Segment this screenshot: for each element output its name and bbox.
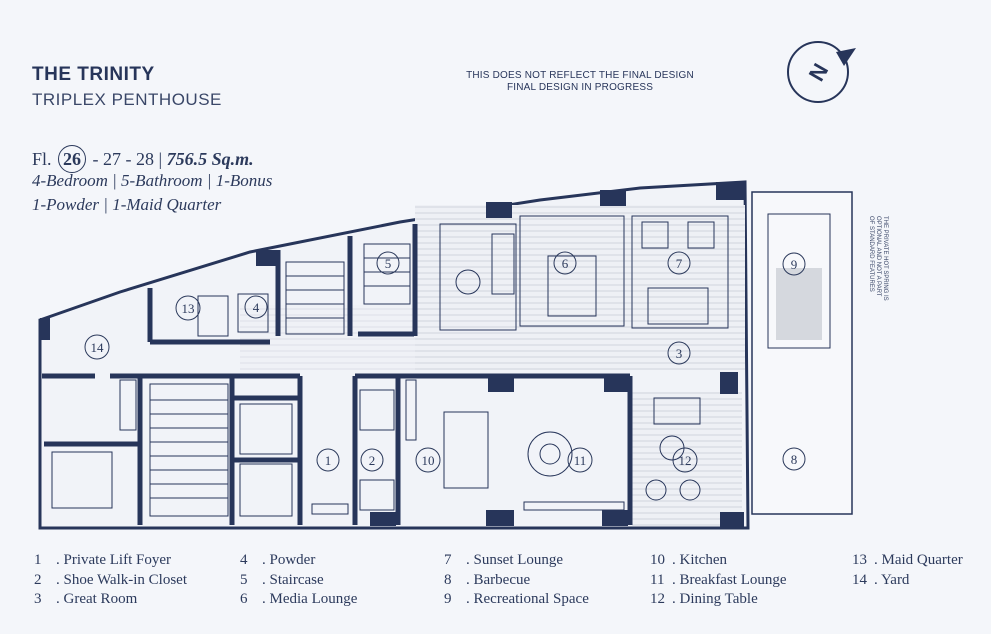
legend-item-10: 10. Kitchen (650, 552, 727, 568)
room-badge-1[interactable]: 1 (316, 448, 340, 472)
current-floor-badge: 26 (58, 145, 87, 173)
room-badge-11-label: 11 (574, 453, 587, 468)
terrace-outline (751, 191, 853, 515)
room-badge-4[interactable]: 4 (244, 295, 268, 319)
room-badge-8-label: 8 (791, 452, 798, 467)
room-badge-7-label: 7 (676, 256, 683, 271)
corridor-floor (240, 305, 415, 370)
spec-line-bedrooms: 4-Bedroom | 5-Bathroom | 1-Bonus (32, 171, 273, 190)
legend-item-11: 11. Breakfast Lounge (650, 571, 787, 588)
legend-item-14: 14. Yard (852, 571, 910, 588)
room-badge-2[interactable]: 2 (360, 448, 384, 472)
north-compass-icon: N (787, 41, 856, 103)
legend-column-5: 13. Maid Quarter 14. Yard (852, 551, 963, 590)
room-badge-12-label: 12 (679, 453, 692, 468)
unit-area: 756.5 Sq.m. (166, 149, 254, 169)
structural-columns (40, 182, 744, 528)
legend-item-3: 3. Great Room (34, 591, 138, 607)
stair-lift-cores (149, 243, 411, 517)
legend-item-1: 1. Private Lift Foyer (34, 552, 171, 568)
legend-column-3: 7. Sunset Lounge 8. Barbecue 9. Recreati… (444, 551, 589, 610)
room-badge-10-label: 10 (422, 453, 435, 468)
floor-info: Fl. 26 - 27 - 28 | 756.5 Sq.m. (32, 145, 254, 173)
legend-item-6: 6. Media Lounge (240, 591, 358, 607)
room-badge-11[interactable]: 11 (567, 447, 593, 473)
legend-item-2: 2. Shoe Walk-in Closet (34, 571, 188, 588)
room-badge-13-label: 13 (182, 301, 195, 316)
room-badge-1-label: 1 (325, 453, 332, 468)
spec-line-powder: 1-Powder | 1-Maid Quarter (32, 195, 222, 214)
legend-item-4: 4. Powder (240, 552, 316, 568)
plan-subtitle: TRIPLEX PENTHOUSE (32, 90, 222, 109)
room-badge-9-label: 9 (791, 257, 798, 272)
floor-rest: - 27 - 28 | (92, 149, 163, 169)
room-badge-3[interactable]: 3 (667, 341, 691, 365)
legend-column-2: 4. Powder 5. Staircase 6. Media Lounge (240, 551, 357, 610)
dining-floor (632, 392, 742, 526)
room-badge-5-label: 5 (385, 256, 392, 271)
hot-spring-side-note: THE PRIVATE HOT SPRING IS OPTIONAL AND N… (868, 216, 888, 301)
room-badge-6-label: 6 (562, 256, 569, 271)
room-badge-14-label: 14 (91, 340, 105, 355)
design-disclaimer: THIS DOES NOT REFLECT THE FINAL DESIGN F… (440, 70, 720, 94)
room-badge-4-label: 4 (253, 300, 260, 315)
room-badge-8[interactable]: 8 (782, 447, 806, 471)
room-badge-14[interactable]: 14 (84, 334, 110, 360)
room-badges: 1 2 3 4 5 6 7 8 9 10 11 12 13 14 (84, 251, 806, 473)
legend-item-8: 8. Barbecue (444, 571, 531, 588)
room-badge-12[interactable]: 12 (672, 447, 698, 473)
legend-item-5: 5. Staircase (240, 571, 324, 588)
room-badge-2-label: 2 (369, 453, 376, 468)
hot-spring-outline (767, 213, 831, 349)
disclaimer-line-1: THIS DOES NOT REFLECT THE FINAL DESIGN (466, 70, 694, 81)
floor-prefix: Fl. (32, 149, 52, 169)
room-badge-10[interactable]: 10 (415, 447, 441, 473)
room-badge-7[interactable]: 7 (667, 251, 691, 275)
legend-column-1: 1. Private Lift Foyer 2. Shoe Walk-in Cl… (34, 551, 187, 610)
hot-spring-pool (776, 268, 822, 340)
room-badge-5[interactable]: 5 (376, 251, 400, 275)
legend-column-4: 10. Kitchen 11. Breakfast Lounge 12. Din… (650, 551, 787, 610)
room-badge-9[interactable]: 9 (782, 252, 806, 276)
room-badge-3-label: 3 (676, 346, 683, 361)
plan-title: THE TRINITY (32, 64, 155, 85)
legend-item-13: 13. Maid Quarter (852, 552, 963, 568)
legend-item-12: 12. Dining Table (650, 591, 758, 607)
legend-item-9: 9. Recreational Space (444, 591, 589, 607)
compass-arrow-icon (836, 48, 856, 66)
disclaimer-line-2: FINAL DESIGN IN PROGRESS (506, 82, 654, 93)
legend-item-7: 7. Sunset Lounge (444, 552, 564, 568)
room-badge-6[interactable]: 6 (553, 251, 577, 275)
room-badge-13[interactable]: 13 (175, 295, 201, 321)
furniture (51, 215, 729, 515)
